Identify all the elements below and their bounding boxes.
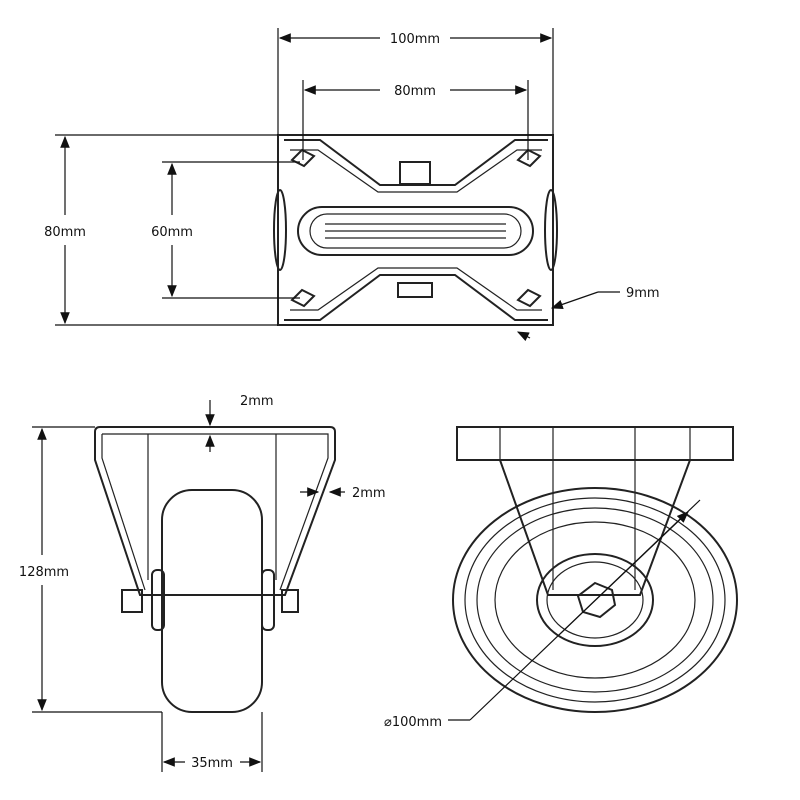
top-view: 100mm 80mm 80mm 60mm 9mm [44,28,660,342]
mounting-hole [516,288,542,308]
fork-bracket [94,426,336,596]
axle-nut [576,581,617,619]
side-view: ⌀100mm [384,426,738,730]
wheel [161,489,263,713]
plate-thickness-label: 2mm [240,394,274,409]
axle-nut-right [281,589,299,613]
bolt-bottom [397,282,433,298]
hole-spacing-width-label: 80mm [394,84,436,99]
front-view: 2mm 2mm 128mm 35mm [19,394,386,772]
bolt-top [399,161,431,185]
height-dimension-label: 80mm [44,225,86,240]
axle-nut-left [121,589,143,613]
hole-spacing-height-label: 60mm [151,225,193,240]
wheel-hub [536,553,654,647]
width-dimension-label: 100mm [390,32,440,47]
side-bracket [456,426,734,596]
wheel-diameter-label: ⌀100mm [384,715,442,730]
wheel-outline [297,206,534,256]
hub-right [261,569,275,631]
mounting-hole [516,148,542,168]
mounting-hole [290,148,316,168]
wheel-outer [452,487,738,713]
wheel-width-label: 35mm [191,756,233,771]
mounting-hole [290,288,316,308]
total-height-label: 128mm [19,565,69,580]
hole-size-label: 9mm [626,286,660,301]
hub-left [151,569,165,631]
side-thickness-label: 2mm [352,486,386,501]
mounting-plate [277,134,554,326]
